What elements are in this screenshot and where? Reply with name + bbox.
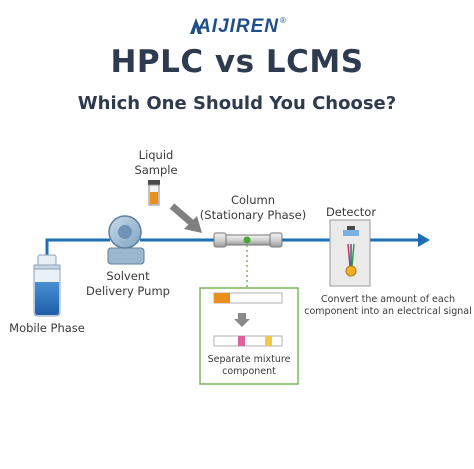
solvent-pump-icon (107, 215, 145, 265)
brand-mark-icon (190, 18, 202, 34)
page-subtitle: Which One Should You Choose? (77, 93, 397, 114)
liquid-sample-label: Liquid Sample (134, 148, 178, 177)
brand-logo: AIJIREN® (0, 16, 474, 38)
separation-note: Separate mixture component (207, 354, 291, 377)
page-title: HPLC vs LCMS (110, 44, 364, 80)
separation-detail-box (199, 287, 299, 385)
mobile-phase-bottle-icon (33, 254, 61, 317)
registered-mark: ® (280, 16, 286, 25)
column-icon (213, 232, 283, 248)
sample-vial-icon (148, 180, 160, 206)
mobile-phase-label: Mobile Phase (9, 321, 85, 335)
detector-label: Detector (325, 205, 377, 219)
detector-icon (329, 219, 371, 287)
column-label: Column (Stationary Phase) (199, 193, 307, 222)
flow-arrow-icon (418, 233, 430, 247)
pump-label: Solvent Delivery Pump (86, 269, 170, 298)
injection-arrow-icon (169, 203, 202, 233)
detector-note: Convert the amount of each component int… (304, 294, 472, 317)
brand-name: AIJIREN (197, 16, 280, 37)
